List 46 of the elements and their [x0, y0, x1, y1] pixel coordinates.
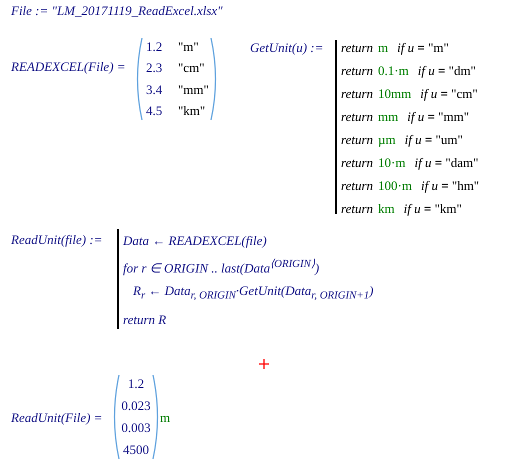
condition: if u = "cm": [420, 86, 478, 102]
condition: if u = "dam": [414, 155, 478, 171]
program-line: R$_{r}$ ← Data$_{r, ORIGIN}$·GetUnit(Data$_{r, ORIGIN+1}$): [133, 283, 374, 304]
matrix-entry: "km": [178, 103, 206, 119]
matrix-entry: "mm": [178, 82, 209, 98]
matrix-entry: 0.003: [120, 420, 152, 436]
matrix-entry: "m": [178, 39, 199, 55]
matrix-entry: 1.2: [126, 376, 146, 392]
matrix-entry: 4500: [122, 442, 150, 458]
matrix-entry: "cm": [178, 60, 204, 76]
unit-value: km: [378, 201, 395, 217]
definition: File := "LM_20171119_ReadExcel.xlsx": [11, 3, 223, 19]
keyword: return: [341, 201, 374, 217]
condition: if u = "km": [404, 201, 462, 217]
condition: if u = "hm": [420, 178, 480, 194]
unit-value: 10mm: [378, 86, 412, 102]
program-line: Data ← READEXCEL(file): [123, 233, 267, 249]
keyword: return: [341, 86, 374, 102]
keyword: return: [341, 109, 374, 125]
condition: if u = "mm": [407, 109, 470, 125]
function-definition: ReadUnit(file) :=: [11, 232, 102, 248]
matrix-entry: 0.023: [120, 398, 152, 414]
condition: if u = "um": [404, 132, 463, 148]
matrix-entry: 3.4: [146, 82, 162, 98]
matrix-entry: 1.2: [146, 39, 162, 55]
keyword: return: [341, 132, 374, 148]
unit-value: m: [378, 40, 388, 56]
program-line: for r ∈ ORIGIN .. last(Data$^{⟨ORIGIN⟩}$): [123, 257, 320, 276]
unit-label: m: [160, 410, 170, 426]
condition: if u = "m": [397, 40, 449, 56]
unit-value: 0.1·m: [378, 63, 409, 79]
unit-value: mm: [378, 109, 398, 125]
matrix-entry: 4.5: [146, 103, 162, 119]
unit-value: 10·m: [378, 155, 406, 171]
condition: if u = "dm": [418, 63, 476, 79]
keyword: return: [341, 178, 374, 194]
function-call: ReadUnit(File) =: [11, 410, 102, 426]
keyword: return: [341, 63, 374, 79]
function-definition: GetUnit(u) :=: [250, 40, 324, 56]
program-line: return R: [123, 312, 166, 328]
matrix-entry: 2.3: [146, 60, 162, 76]
keyword: return: [341, 40, 374, 56]
function-call: READEXCEL(File) =: [11, 59, 126, 75]
unit-value: 100·m: [378, 178, 412, 194]
unit-value: µm: [378, 132, 396, 148]
keyword: return: [341, 155, 374, 171]
